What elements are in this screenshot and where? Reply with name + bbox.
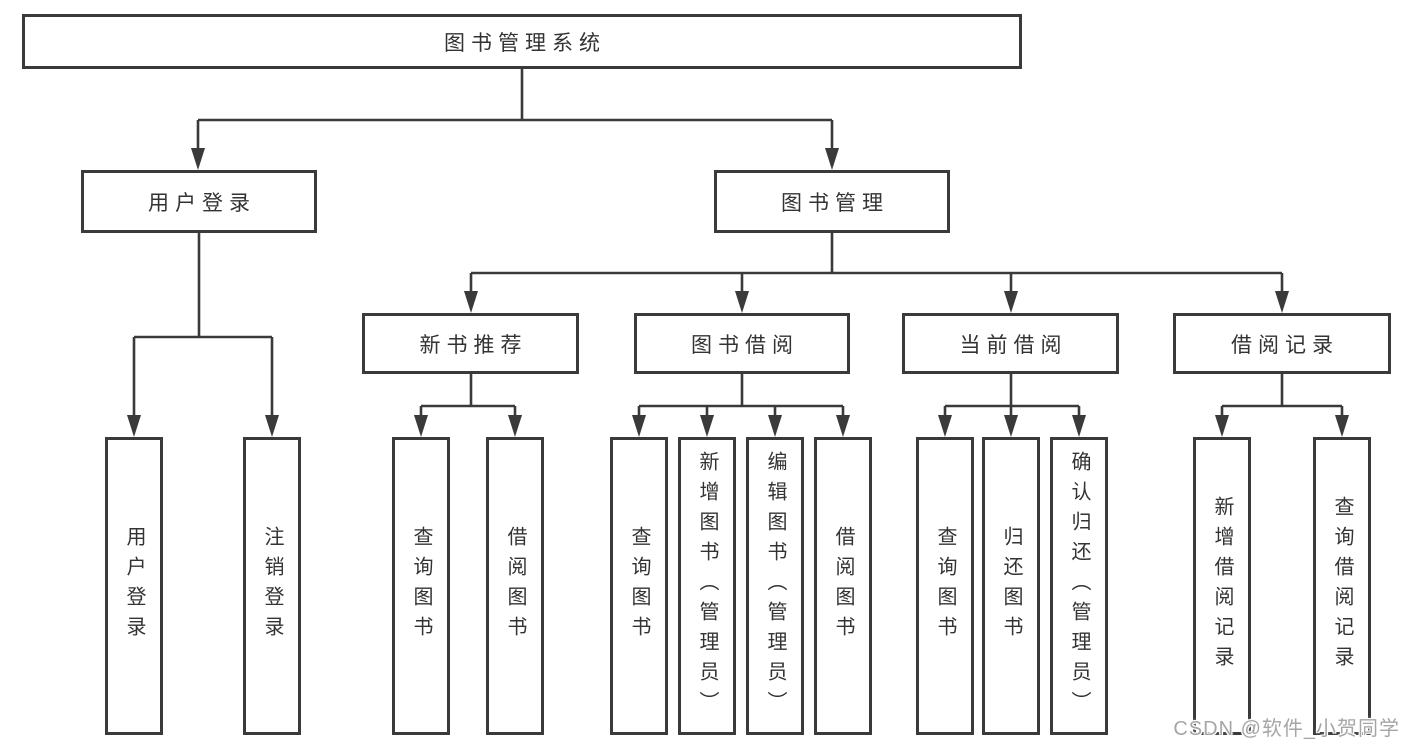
arrowhead: [1335, 415, 1349, 437]
leaf-borrow-books: 借阅图书: [814, 437, 872, 735]
node-label: 图书管理系统: [444, 31, 606, 55]
leaf-add-book-admin: 新增图书（管理员）: [678, 437, 736, 735]
node-book-borrowing: 图书借阅: [634, 313, 850, 374]
arrowhead: [508, 415, 522, 437]
arrowhead: [464, 291, 478, 313]
leaf-label: 新增借阅记录: [1211, 496, 1233, 676]
leaf-label: 借阅图书: [832, 526, 854, 646]
node-label: 新书推荐: [419, 333, 528, 357]
leaf-logout: 注销登录: [243, 437, 301, 735]
arrowhead: [768, 415, 782, 437]
node-book-management: 图书管理: [714, 170, 950, 233]
leaf-label: 注销登录: [261, 526, 283, 646]
leaf-label: 编辑图书（管理员）: [764, 451, 786, 721]
node-user-login: 用户登录: [81, 170, 317, 233]
leaf-label: 查询图书: [410, 526, 432, 646]
leaf-label: 归还图书: [1000, 526, 1022, 646]
node-label: 借阅记录: [1231, 333, 1339, 357]
leaf-add-borrow-record: 新增借阅记录: [1193, 437, 1251, 735]
leaf-label: 查询图书: [934, 526, 956, 646]
leaf-edit-book-admin: 编辑图书（管理员）: [746, 437, 804, 735]
arrowhead: [825, 148, 839, 170]
arrowhead: [1072, 415, 1086, 437]
leaf-borrow-books-recommend: 借阅图书: [486, 437, 544, 735]
connector-path: [132, 69, 1344, 417]
node-library-management-system: 图书管理系统: [22, 14, 1022, 69]
arrowhead: [735, 291, 749, 313]
node-label: 当前借阅: [959, 333, 1068, 357]
leaf-query-books-borrow: 查询图书: [610, 437, 668, 735]
leaf-label: 查询借阅记录: [1331, 496, 1353, 676]
node-label: 图书借阅: [691, 333, 799, 357]
arrowhead: [700, 415, 714, 437]
leaf-return-books: 归还图书: [982, 437, 1040, 735]
arrowhead: [1215, 415, 1229, 437]
leaf-query-borrow-record: 查询借阅记录: [1313, 437, 1371, 735]
arrowhead: [127, 415, 141, 437]
arrowhead: [1275, 291, 1289, 313]
watermark-text: CSDN @软件_小贺同学: [1173, 718, 1400, 740]
leaf-query-books-current: 查询图书: [916, 437, 974, 735]
arrowhead: [414, 415, 428, 437]
leaf-label: 查询图书: [628, 526, 650, 646]
leaf-label: 新增图书（管理员）: [696, 451, 718, 721]
leaf-label: 用户登录: [123, 526, 145, 646]
node-current-borrowing: 当前借阅: [902, 313, 1119, 374]
arrowhead: [632, 415, 646, 437]
leaf-confirm-return-admin: 确认归还（管理员）: [1050, 437, 1108, 735]
node-label: 用户登录: [148, 191, 256, 215]
leaf-query-books-recommend: 查询图书: [392, 437, 450, 735]
node-new-book-recommendation: 新书推荐: [362, 313, 579, 374]
leaf-user-login: 用户登录: [105, 437, 163, 735]
leaf-label: 确认归还（管理员）: [1068, 451, 1090, 721]
arrowhead: [836, 415, 850, 437]
arrowhead: [1004, 291, 1018, 313]
node-borrowing-records: 借阅记录: [1173, 313, 1391, 374]
arrowhead: [1004, 415, 1018, 437]
arrowhead: [191, 148, 205, 170]
arrowhead: [265, 415, 279, 437]
leaf-label: 借阅图书: [504, 526, 526, 646]
arrowhead: [938, 415, 952, 437]
node-label: 图书管理: [781, 191, 889, 215]
